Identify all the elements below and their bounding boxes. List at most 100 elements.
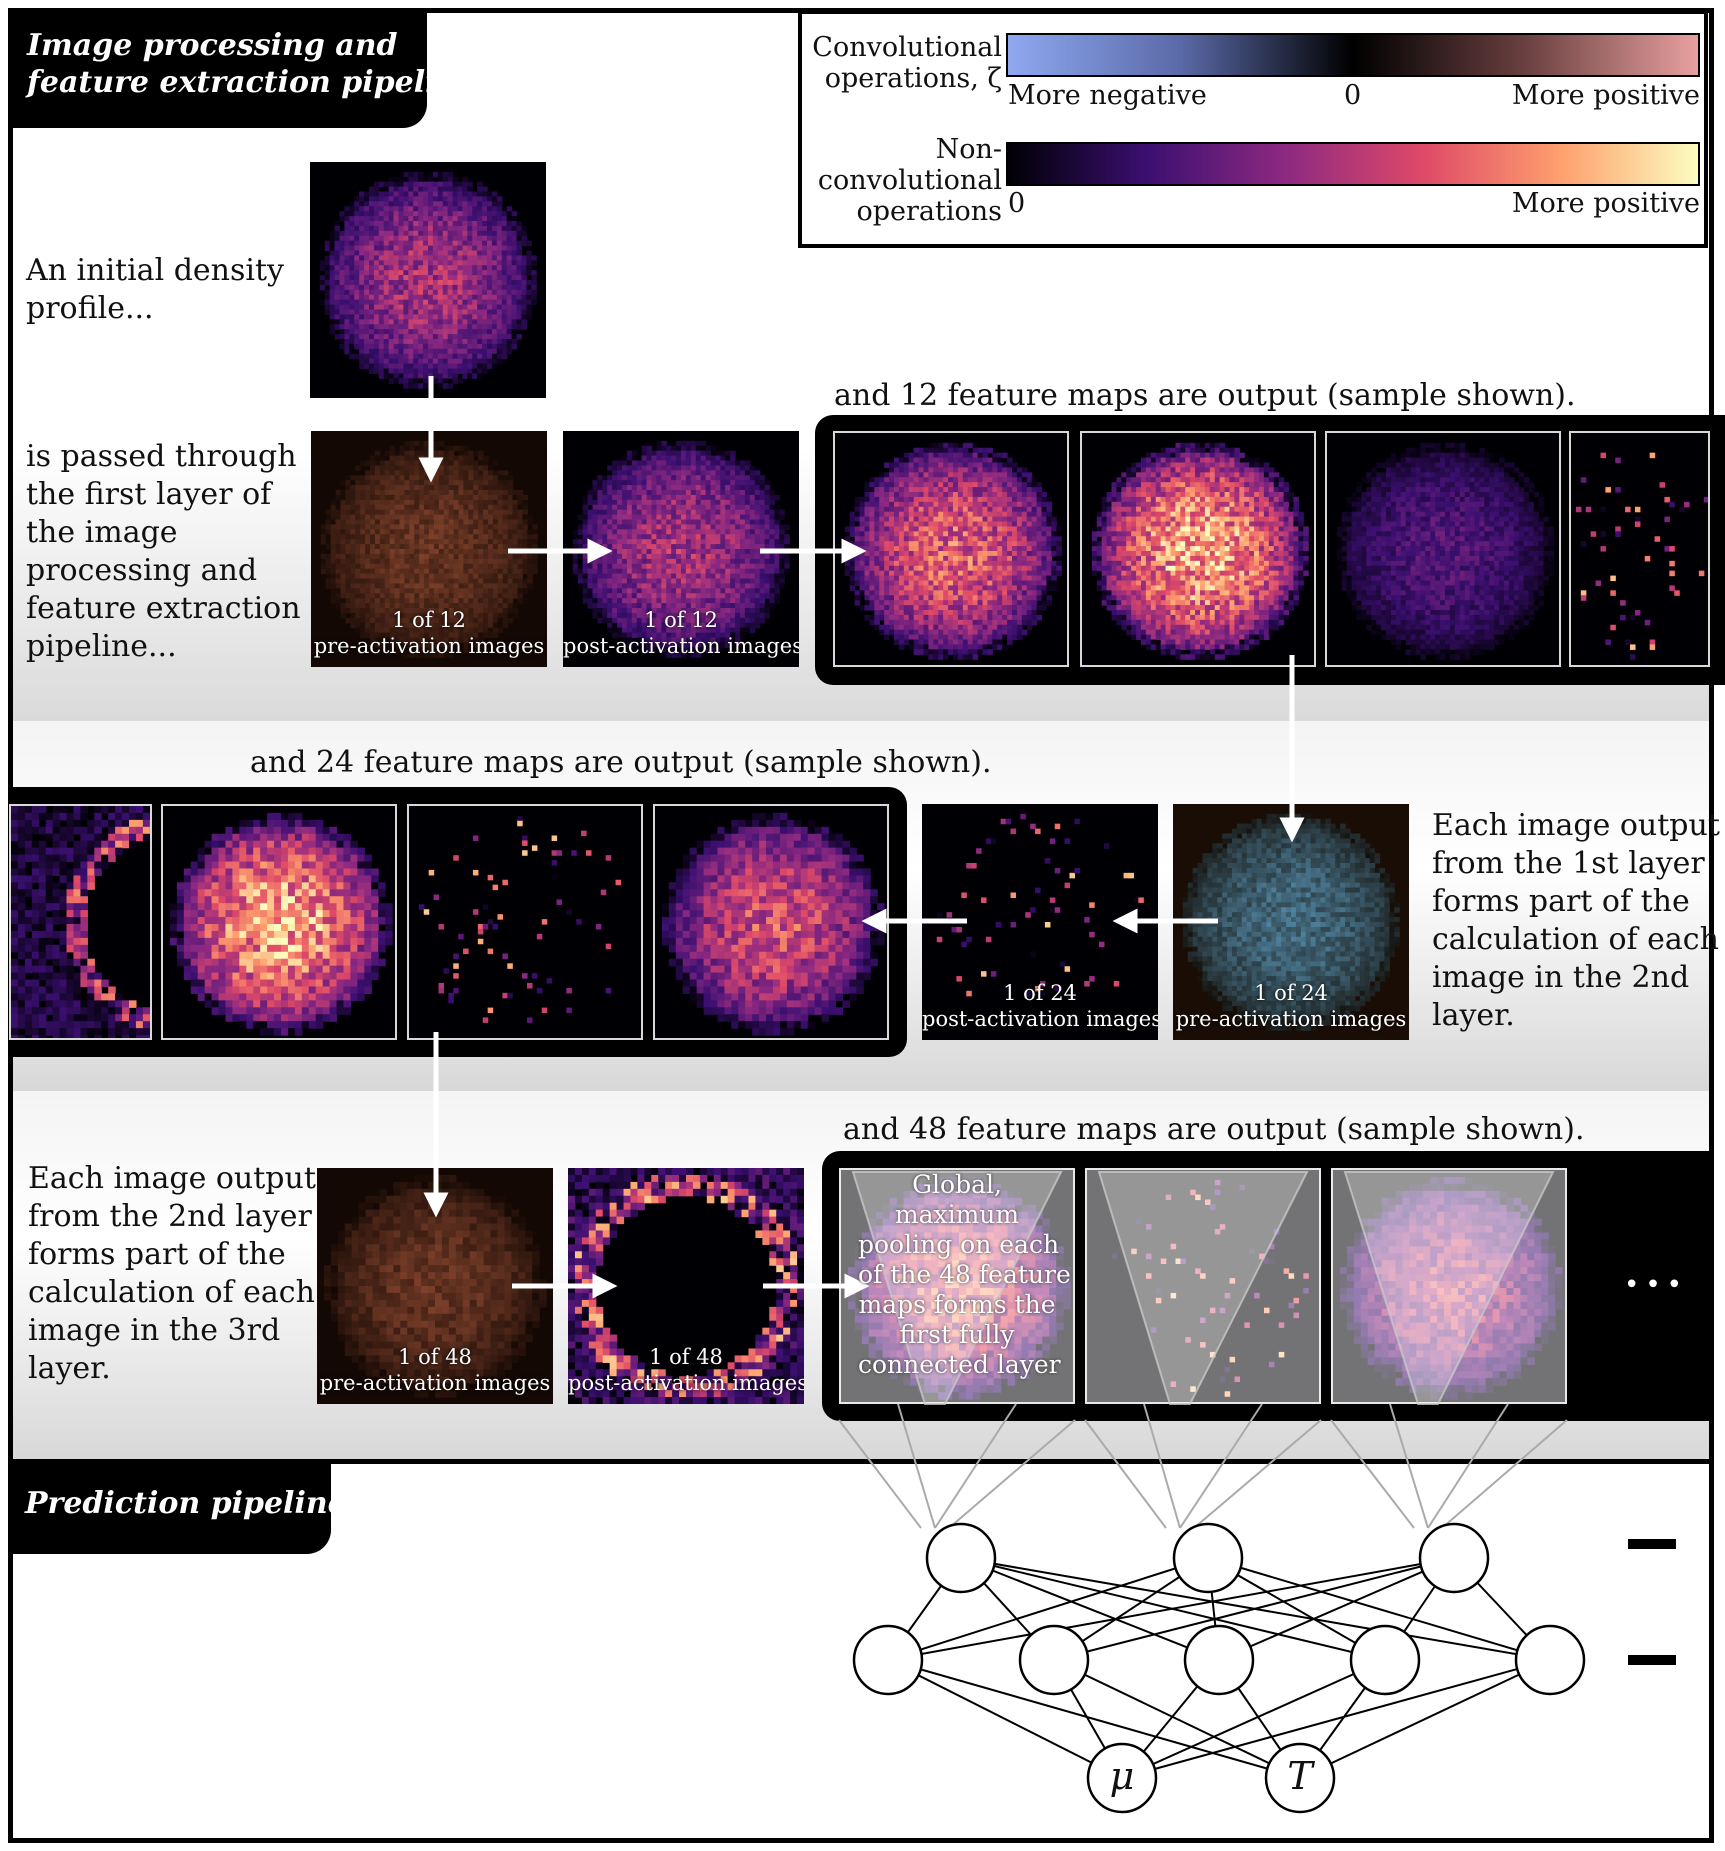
pooling-connector xyxy=(1179,1403,1263,1529)
tile-texture xyxy=(568,1168,804,1404)
post-activation-image-layer1: 1 of 12 post-activation images xyxy=(563,431,799,667)
section-divider xyxy=(8,1459,1714,1464)
caption-pre48: 1 of 48 pre-activation images xyxy=(319,1345,551,1395)
text-layer3: Each image output from the 2nd layer for… xyxy=(28,1161,316,1386)
nonconv-pos-label: More positive xyxy=(1511,188,1700,219)
pooling-connector xyxy=(1441,1419,1568,1529)
network-edge xyxy=(1053,1659,1301,1779)
nonconv-colorbar xyxy=(1006,142,1700,186)
network-edge xyxy=(1121,1659,1551,1779)
tile-texture xyxy=(311,431,547,667)
feature-map-layer3-a xyxy=(839,1168,1075,1404)
feature-map-layer3-c xyxy=(1331,1168,1567,1404)
fc2-neuron-1 xyxy=(852,1624,924,1696)
neural-network xyxy=(852,1522,1586,1814)
pooling-description: Global, maximum pooling on each of the 4… xyxy=(858,1170,1071,1379)
pooling-connector xyxy=(948,1419,1076,1529)
output-neuron-2 xyxy=(1264,1742,1336,1814)
feature-map-layer1-d xyxy=(1569,431,1710,667)
pre-activation-image-layer1: 1 of 12 pre-activation images xyxy=(311,431,547,667)
header-48-feature-maps: and 48 feature maps are output (sample s… xyxy=(843,1112,1585,1147)
minus-mark-bottom xyxy=(1628,1655,1676,1665)
minus-mark-top xyxy=(1628,1539,1676,1549)
nonconv-legend-label: Non- convolutional operations xyxy=(817,134,1002,227)
tile-texture xyxy=(835,433,1067,665)
pooling-connector xyxy=(838,1419,922,1529)
pooling-overlay-3 xyxy=(1331,1168,1567,1404)
caption-pre12: 1 of 12 pre-activation images xyxy=(313,608,545,658)
pooling-overlay-2 xyxy=(1085,1168,1321,1404)
conv-legend-label: Convolutional operations, ζ xyxy=(812,32,1002,94)
text-layer2: Each image output from the 1st layer for… xyxy=(1432,808,1720,1033)
section-title-prediction: Prediction pipeline xyxy=(13,1464,347,1554)
network-edge xyxy=(1121,1659,1386,1779)
output-neuron-1 xyxy=(1086,1742,1158,1814)
pooling-funnel-2 xyxy=(1097,1171,1309,1405)
network-edge xyxy=(887,1659,1123,1779)
feature-map-layer1-c xyxy=(1325,431,1561,667)
nonconv-zero-label: 0 xyxy=(1008,188,1026,219)
network-edge xyxy=(887,1659,1301,1779)
more-feature-maps-ellipsis: ••• xyxy=(1624,1270,1689,1300)
caption-post12: 1 of 12 post-activation images xyxy=(563,608,799,658)
fc1-neuron-1 xyxy=(925,1522,997,1594)
section-title-image-processing: Image processing and feature extraction … xyxy=(13,13,477,128)
network-edge xyxy=(1299,1659,1551,1779)
fc2-neuron-2 xyxy=(1018,1624,1090,1696)
pooling-connector xyxy=(1330,1419,1415,1529)
conv-pos-label: More positive xyxy=(1511,80,1700,111)
tile-texture xyxy=(841,1170,1073,1402)
fc1-neuron-3 xyxy=(1418,1522,1490,1594)
pooling-connector xyxy=(934,1403,1017,1529)
tile-texture xyxy=(1327,433,1559,665)
fc1-neuron-2 xyxy=(1172,1522,1244,1594)
feature-map-layer1-a xyxy=(833,431,1069,667)
conv-colorbar xyxy=(1006,33,1700,77)
caption-pre24: 1 of 24 pre-activation images xyxy=(1175,981,1407,1031)
text-first-layer: is passed through the first layer of the… xyxy=(26,439,301,664)
tile-texture xyxy=(310,162,546,398)
tile-texture xyxy=(563,431,799,667)
pooling-funnel-3 xyxy=(1343,1171,1555,1405)
fc2-neuron-4 xyxy=(1349,1624,1421,1696)
tile-texture xyxy=(1571,433,1708,665)
colorbar-legend: Convolutional operations, ζ More negativ… xyxy=(798,10,1708,248)
tile-texture xyxy=(409,806,641,1038)
feature-map-layer2-c xyxy=(407,804,643,1040)
conv-neg-label: More negative xyxy=(1008,80,1207,111)
caption-post48: 1 of 48 post-activation images xyxy=(568,1345,804,1395)
fc2-neuron-5 xyxy=(1514,1624,1586,1696)
network-edge xyxy=(960,1557,1220,1661)
pooling-connector xyxy=(1143,1403,1181,1529)
feature-map-layer2-b xyxy=(161,804,397,1040)
tile-texture xyxy=(163,806,395,1038)
pooling-connector xyxy=(1389,1403,1429,1529)
output-T-label: T xyxy=(1287,1754,1313,1798)
feature-map-layer3-b xyxy=(1085,1168,1321,1404)
network-edge xyxy=(1218,1557,1455,1661)
pooling-connector xyxy=(1427,1403,1509,1529)
network-edge xyxy=(1207,1557,1551,1661)
initial-density-image xyxy=(310,162,546,398)
pooling-connector xyxy=(1084,1419,1167,1529)
fc2-neuron-3 xyxy=(1183,1624,1255,1696)
tile-texture xyxy=(1087,1170,1319,1402)
header-12-feature-maps: and 12 feature maps are output (sample s… xyxy=(834,378,1576,413)
pooling-funnels xyxy=(838,1168,1568,1529)
pooling-connector xyxy=(897,1403,936,1529)
output-mu-label: μ xyxy=(1109,1754,1135,1798)
pooling-overlay-1 xyxy=(839,1168,1075,1404)
tile-texture xyxy=(1173,804,1409,1040)
header-24-feature-maps: and 24 feature maps are output (sample s… xyxy=(250,745,992,780)
feature-map-layer1-b xyxy=(1080,431,1316,667)
tile-texture xyxy=(1082,433,1314,665)
pre-activation-image-layer2: 1 of 24 pre-activation images xyxy=(1173,804,1409,1040)
post-activation-image-layer3: 1 of 48 post-activation images xyxy=(568,1168,804,1404)
text-initial-profile: An initial density profile... xyxy=(26,253,284,326)
tile-texture xyxy=(11,806,150,1038)
conv-zero-label: 0 xyxy=(1344,80,1362,111)
network-edge xyxy=(887,1557,1209,1661)
network-edge xyxy=(887,1557,1455,1661)
pooling-funnel-1 xyxy=(851,1171,1063,1405)
